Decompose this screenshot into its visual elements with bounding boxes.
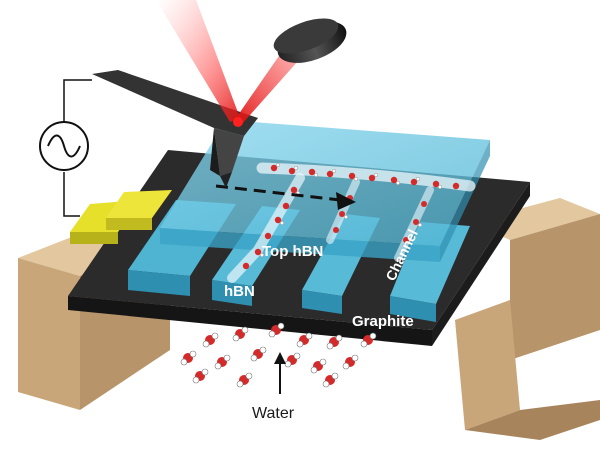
hbn-label: hBN [224, 283, 255, 300]
right-support [455, 198, 600, 440]
ac-source-icon [39, 121, 89, 171]
top-hbn-label: Top hBN [262, 243, 323, 260]
circuit-wires [63, 79, 92, 217]
channel-molecules [242, 162, 460, 270]
graphite-label: Graphite [352, 313, 414, 330]
scan-direction-arrow [215, 184, 356, 210]
lens-icon [273, 18, 347, 63]
water-label: Water [252, 405, 295, 422]
top-hbn-layer [160, 120, 490, 262]
gold-electrodes [70, 190, 172, 244]
water-arrow [274, 352, 286, 394]
water-molecules-below [180, 322, 377, 388]
afm-tip-icon [92, 70, 258, 188]
